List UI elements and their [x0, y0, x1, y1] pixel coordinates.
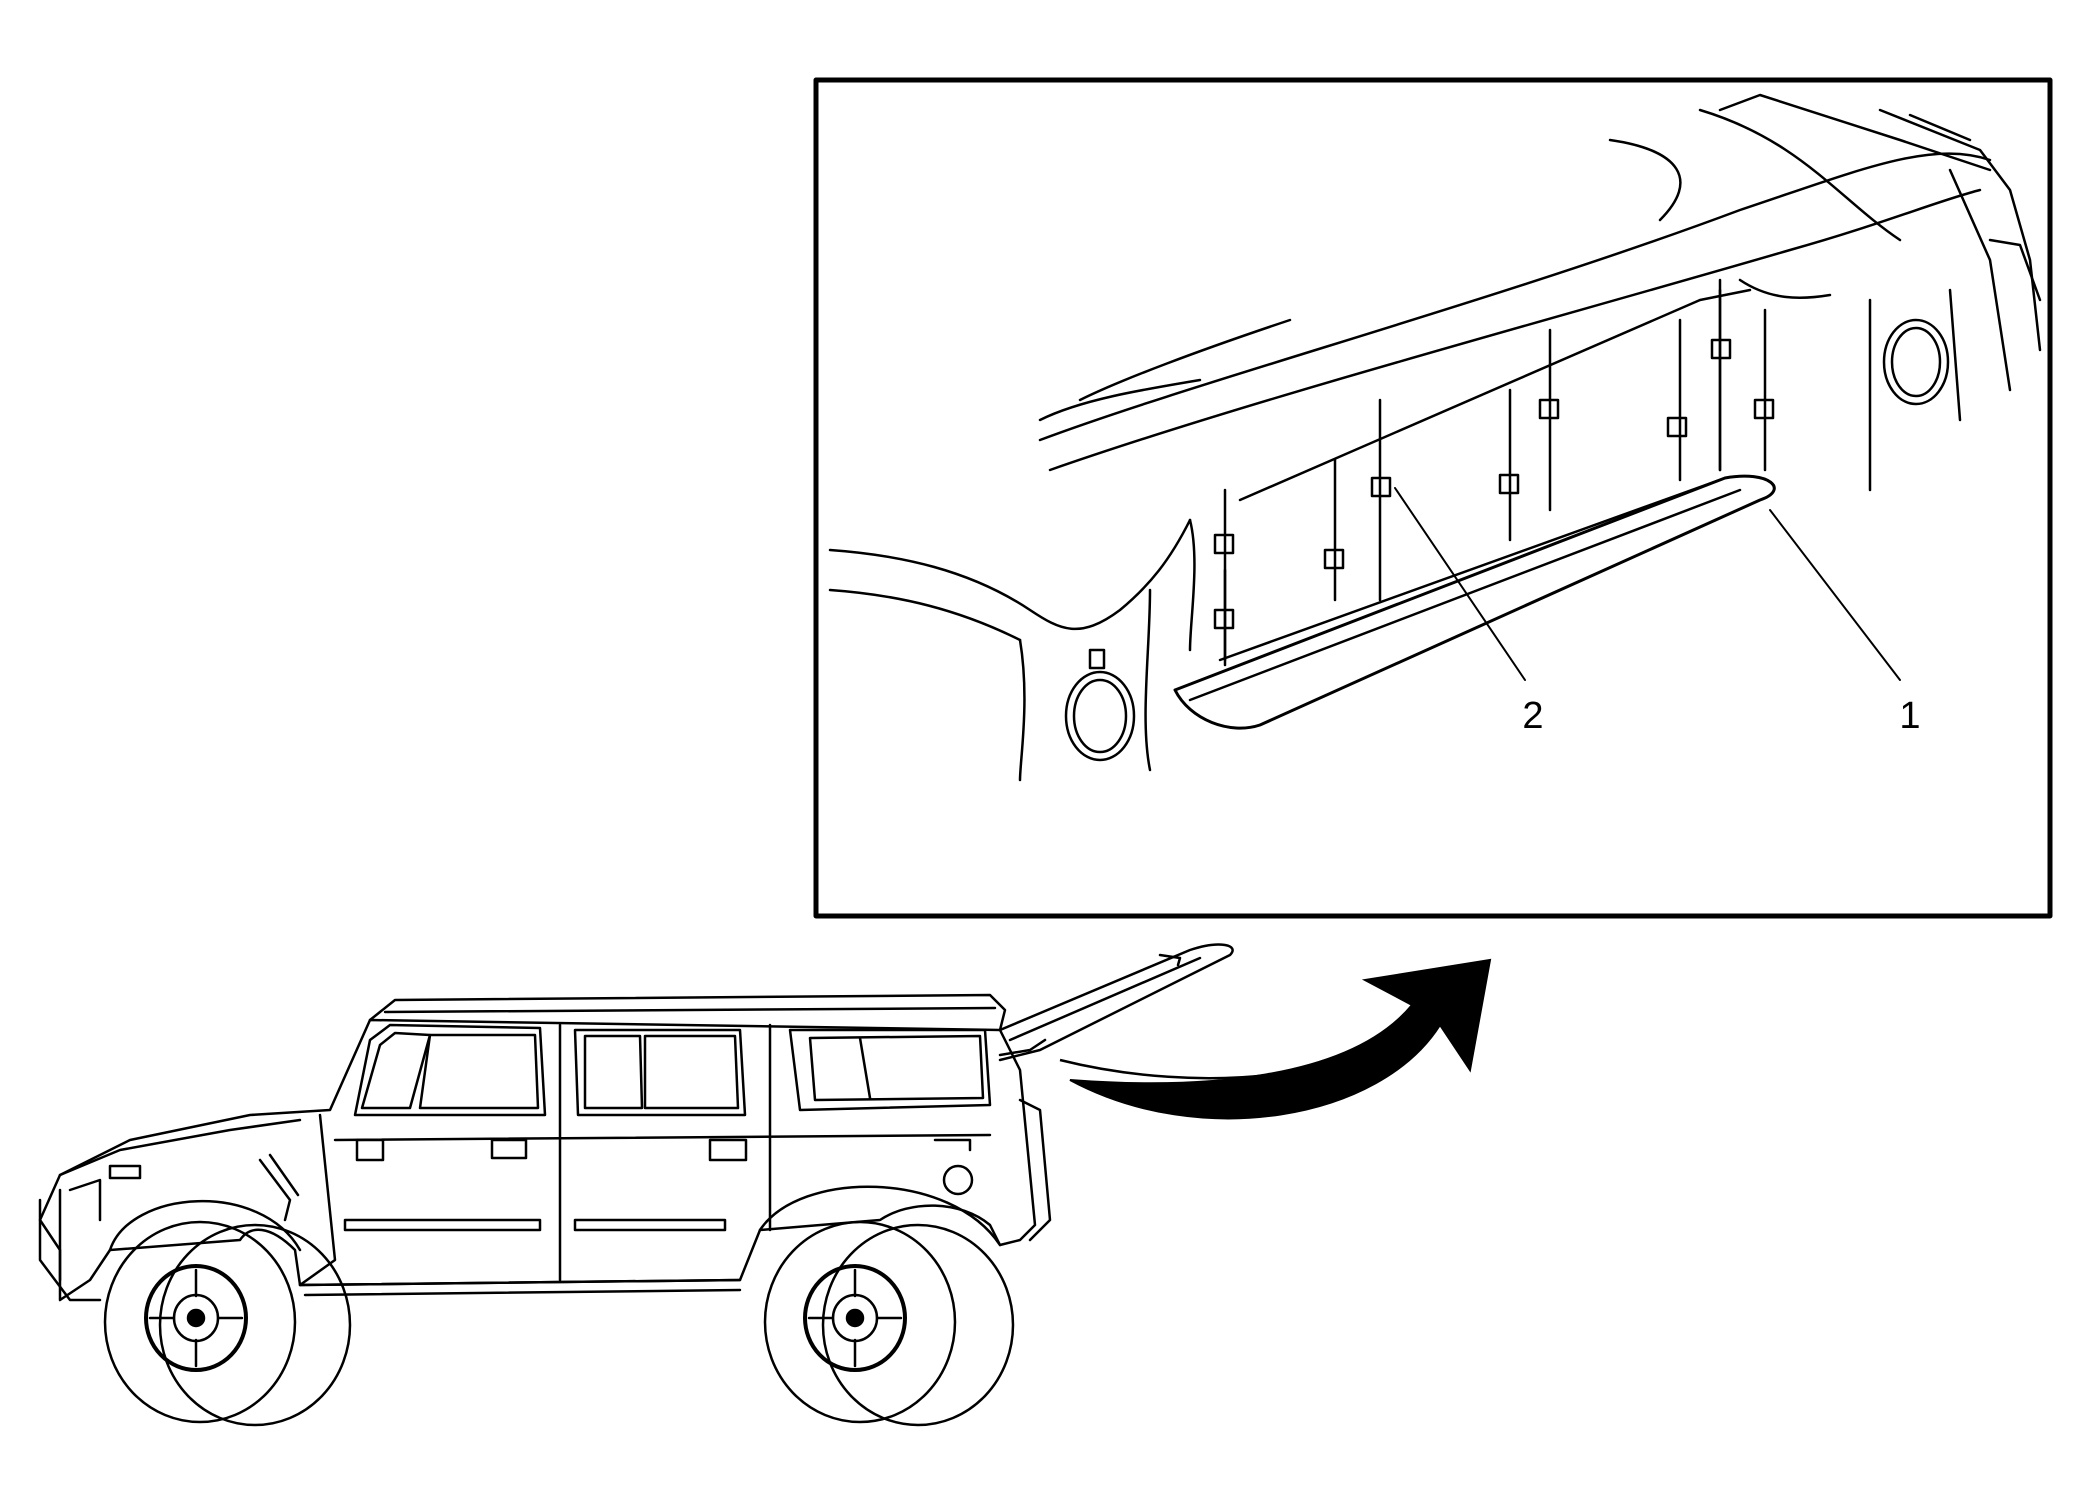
vehicle-body	[38, 1018, 1037, 1302]
clip	[1666, 318, 1688, 482]
right-speaker-ring	[1882, 318, 1950, 406]
left-panel-outline	[828, 518, 1192, 631]
rear-door-handle	[708, 1138, 748, 1162]
leader-line-1	[1769, 509, 1901, 681]
retainer-clips	[1213, 288, 1775, 662]
rear-wheel-arch	[758, 1185, 1002, 1247]
clip	[1710, 288, 1732, 472]
rear-wheel	[763, 1220, 1015, 1427]
clip	[1213, 488, 1235, 662]
front-wheel	[103, 1220, 352, 1427]
roof-outline	[1038, 152, 1992, 442]
front-door-handle	[490, 1138, 528, 1160]
detail-inset	[813, 77, 2053, 919]
vehicle-illustration	[38, 943, 1234, 1427]
front-wheel-arch	[108, 1199, 302, 1252]
callout-label-2: 2	[1522, 695, 1543, 737]
vehicle-hood	[58, 1118, 302, 1177]
inset-frame	[813, 77, 2053, 919]
rocker-panel	[298, 1278, 742, 1287]
front-door-molding	[343, 1218, 542, 1232]
trim-panel	[1173, 474, 1776, 730]
fuel-door	[942, 1164, 974, 1196]
front-door-handle	[355, 1138, 385, 1162]
vehicle-roof	[368, 993, 1007, 1032]
rear-bumper	[1018, 1098, 1052, 1242]
clip	[1753, 308, 1775, 472]
rear-door-window	[573, 1028, 747, 1117]
headlight	[108, 1164, 142, 1180]
curved-arrow-icon	[1069, 958, 1492, 1120]
clip	[1498, 388, 1520, 542]
clip	[1538, 328, 1560, 512]
left-speaker-ring	[1064, 670, 1136, 762]
clip	[1323, 458, 1345, 602]
clip	[1370, 398, 1392, 602]
callout-label-1: 1	[1899, 695, 1920, 737]
open-liftgate	[998, 943, 1234, 1062]
rear-quarter-window	[788, 1028, 992, 1112]
rear-door-molding	[573, 1218, 727, 1232]
leader-line-2	[1394, 487, 1526, 681]
front-door-window	[353, 1023, 547, 1117]
